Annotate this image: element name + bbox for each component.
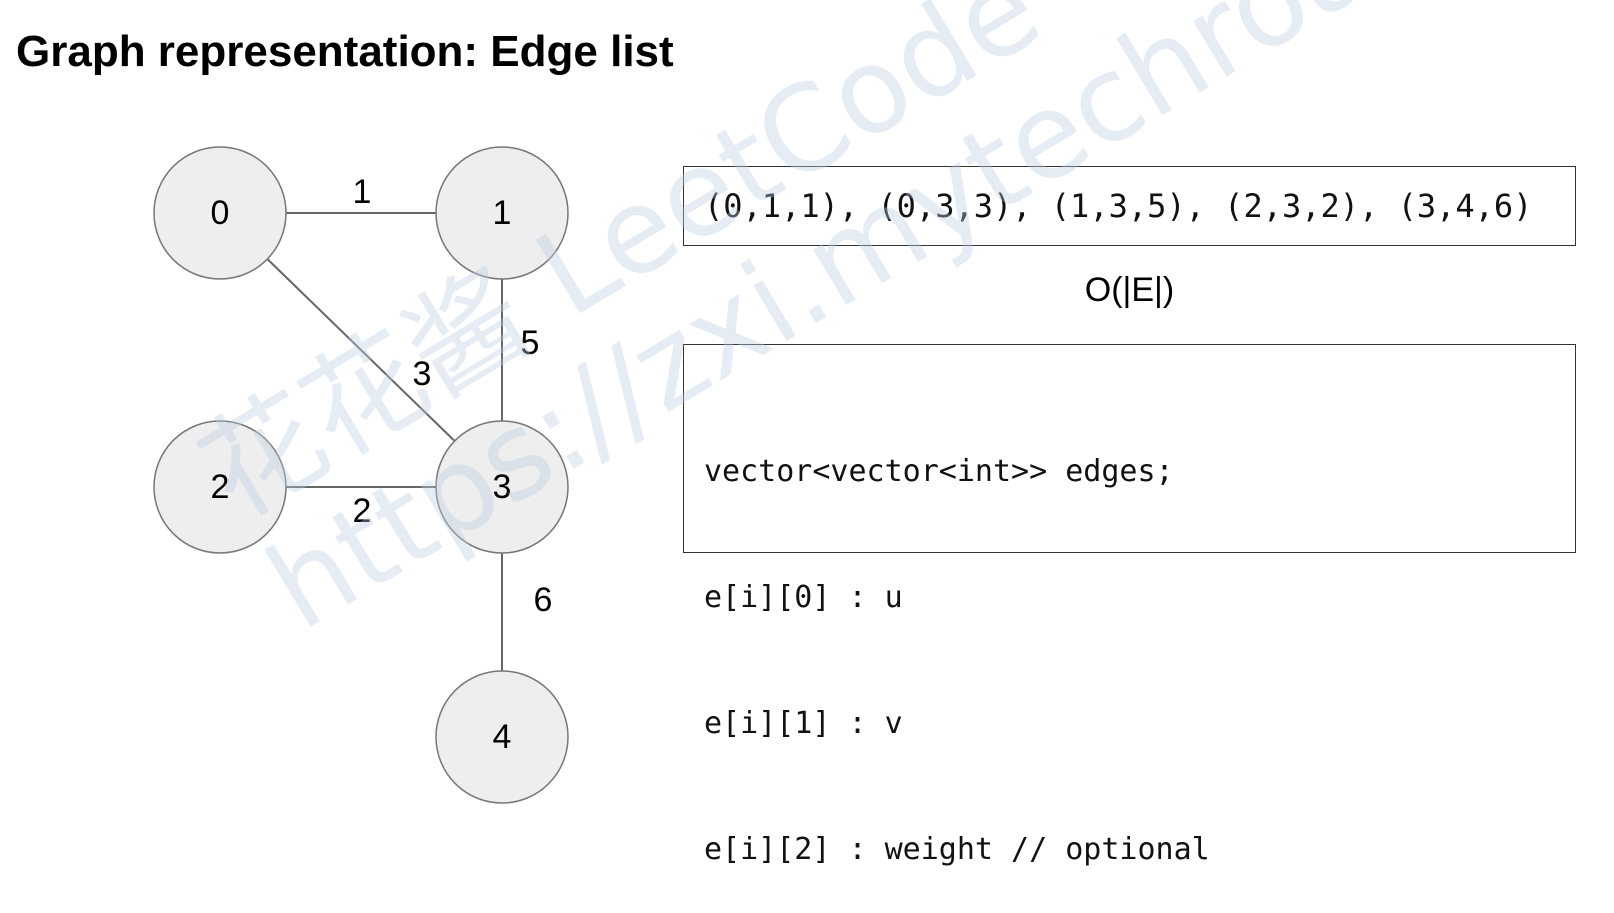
code-box: vector<vector<int>> edges; e[i][0] : u e… <box>683 344 1576 867</box>
node-3: 3 <box>435 420 569 554</box>
node-circle <box>435 146 569 280</box>
code-line: e[i][1] : v <box>704 706 903 741</box>
edges-layer <box>266 212 503 671</box>
node-label: 2 <box>211 468 230 506</box>
page-title: Graph representation: Edge list <box>16 27 674 76</box>
edge-labels-layer: 1 3 5 2 6 <box>353 173 553 619</box>
node-label: 4 <box>493 718 512 756</box>
edge-weight-label: 5 <box>521 324 540 362</box>
code-line: e[i][2] : weight // optional <box>704 832 1210 867</box>
node-circle <box>153 420 287 554</box>
edge-weight-label: 6 <box>534 581 553 619</box>
node-circle <box>153 146 287 280</box>
complexity-label: O(|E|) <box>1084 271 1175 309</box>
edge-weight-label: 1 <box>353 173 372 211</box>
node-1: 1 <box>435 146 569 280</box>
node-circle <box>435 670 569 804</box>
node-label: 3 <box>493 468 512 506</box>
edge-weight-label: 2 <box>353 492 372 530</box>
edge-weight-label: 3 <box>413 355 432 393</box>
node-label: 1 <box>493 194 512 232</box>
nodes-layer: 0 1 2 3 4 <box>153 146 569 804</box>
node-2: 2 <box>153 420 287 554</box>
graph-diagram: 0 1 2 3 4 1 3 5 2 6 <box>153 146 569 804</box>
node-4: 4 <box>435 670 569 804</box>
edge-list-box: (0,1,1), (0,3,3), (1,3,5), (2,3,2), (3,4… <box>683 166 1576 246</box>
node-0: 0 <box>153 146 287 280</box>
code-line: e[i][0] : u <box>704 580 903 615</box>
edge-list-text: (0,1,1), (0,3,3), (1,3,5), (2,3,2), (3,4… <box>704 187 1533 225</box>
code-line: vector<vector<int>> edges; <box>704 454 1174 489</box>
node-circle <box>435 420 569 554</box>
node-label: 0 <box>211 194 230 232</box>
edge-0-3 <box>266 258 456 442</box>
